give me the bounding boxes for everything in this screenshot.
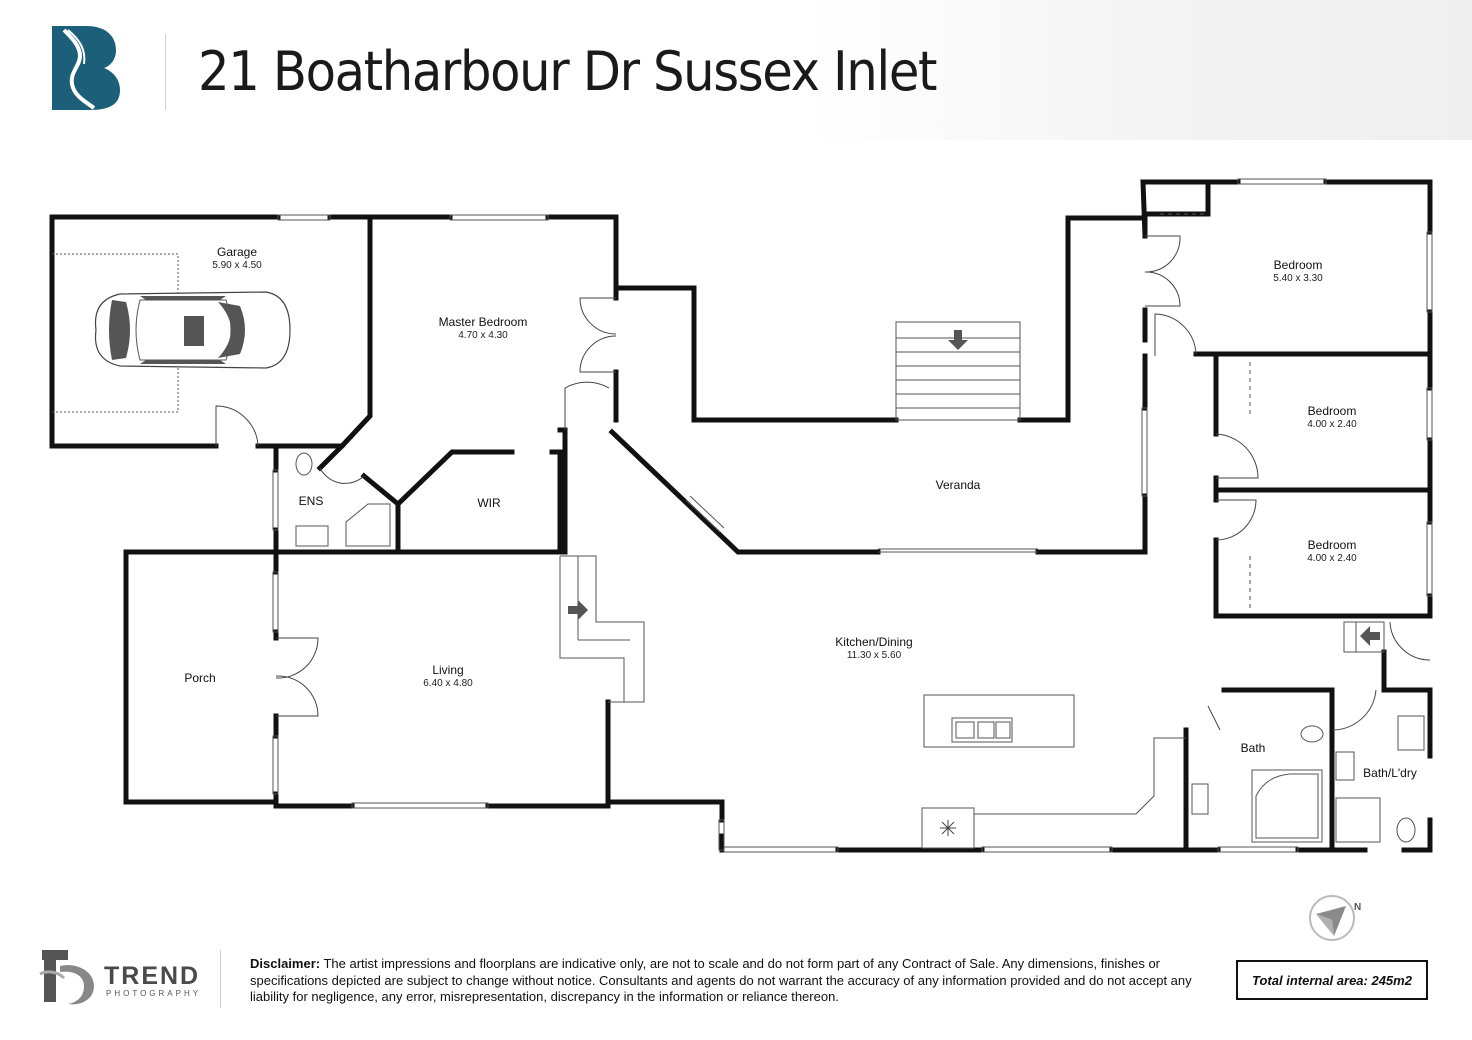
trend-brand: TREND [104,962,201,990]
room-dims-bedroom-2: 4.00 x 2.40 [1307,419,1357,430]
room-label-master: Master Bedroom [439,315,528,329]
room-label-bedroom-2: Bedroom [1308,404,1357,418]
arrow-down-icon [948,330,968,350]
car-icon [94,291,291,369]
disclaimer-label: Disclaimer: [250,956,321,971]
logo-b-icon [52,26,120,110]
header-divider [165,34,166,110]
room-label-bath: Bath [1241,741,1266,755]
room-label-garage: Garage [217,245,257,259]
disclaimer: Disclaimer: The artist impressions and f… [250,956,1210,1006]
room-dims-living: 6.40 x 4.80 [423,678,473,689]
footer-divider [220,950,221,1008]
total-area-box: Total internal area: 245m2 [1236,960,1428,1000]
room-label-bedroom-3: Bedroom [1308,538,1357,552]
room-label-veranda: Veranda [936,478,981,492]
room-label-kitchen: Kitchen/Dining [835,635,912,649]
room-label-living: Living [432,663,463,677]
header [0,0,1472,140]
room-dims-master: 4.70 x 4.30 [458,330,508,341]
room-dims-garage: 5.90 x 4.50 [212,260,262,271]
door-swings [215,235,1431,731]
trend-brand-sub: PHOTOGRAPHY [106,989,202,998]
page-title: 21 Boatharbour Dr Sussex Inlet [198,40,938,103]
arrow-left-icon [1360,626,1380,646]
total-area-text: Total internal area: 245m2 [1252,972,1412,988]
compass-icon: N [1309,895,1361,941]
room-label-wir: WIR [477,496,501,510]
cooktop-icon [940,820,956,836]
room-dims-bedroom-3: 4.00 x 2.40 [1307,553,1357,564]
thin-details [52,178,1433,853]
room-labels: Garage 5.90 x 4.50 Master Bedroom 4.70 x… [184,245,1417,780]
room-dims-kitchen: 11.30 x 5.60 [847,650,902,661]
compass-north-label: N [1354,902,1361,913]
walls [49,179,1433,853]
room-dims-bedroom-1: 5.40 x 3.30 [1273,273,1323,284]
room-label-ens: ENS [299,494,324,508]
room-label-porch: Porch [184,671,215,685]
room-label-bath-laundry: Bath/L'dry [1363,766,1417,780]
room-label-bedroom-1: Bedroom [1274,258,1323,272]
disclaimer-text: The artist impressions and floorplans ar… [250,956,1192,1004]
trend-logo-icon [39,950,94,1005]
arrow-right-icon [568,600,588,620]
